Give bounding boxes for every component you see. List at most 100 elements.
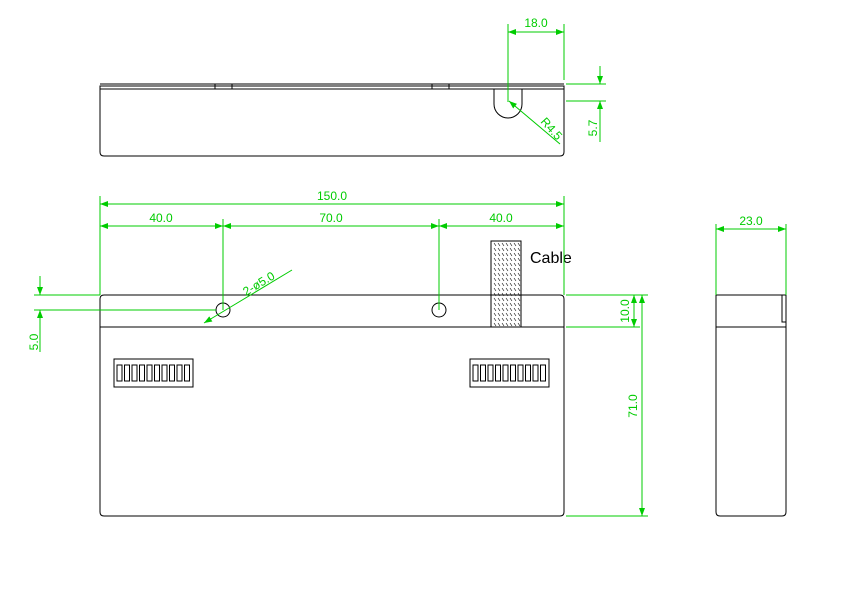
cable-strand (497, 267, 501, 272)
cable-strand (513, 252, 517, 257)
cable-strand (493, 282, 497, 287)
cable-strand (493, 317, 497, 322)
cable-strand (501, 307, 505, 312)
cable-strand (509, 317, 513, 322)
terminal-pin (146, 364, 153, 382)
cable-strand (517, 247, 521, 252)
cable-strand (501, 247, 505, 252)
cable-strand (509, 262, 513, 267)
terminal-pin (161, 364, 168, 382)
cable-strand (501, 257, 505, 262)
cable (490, 240, 522, 328)
cable-strand (505, 252, 509, 257)
cable-strand (501, 322, 505, 327)
cable-strand (517, 272, 521, 277)
cable-strand (513, 272, 517, 277)
top-dim-height-label: 5.7 (586, 119, 600, 136)
cable-strand (509, 267, 513, 272)
cable-strand (517, 242, 521, 247)
cable-strand (501, 267, 505, 272)
cable-strand (513, 312, 517, 317)
cable-strand (517, 302, 521, 307)
cable-strand (517, 312, 521, 317)
cable-strand (517, 297, 521, 302)
cable-strand (493, 292, 497, 297)
terminal-pin (517, 364, 524, 382)
cable-strand (493, 267, 497, 272)
cable-strand (493, 297, 497, 302)
cable-strand (493, 242, 497, 247)
front-dim-total-label: 150.0 (317, 189, 347, 203)
cable-strand (517, 287, 521, 292)
cable-strand (505, 257, 509, 262)
cable-strand (517, 252, 521, 257)
front-view: Cable 150.0 40.0 70.0 40.0 2-ø5.0 (27, 189, 648, 517)
side-view-body (715, 294, 787, 517)
cable-strand (517, 292, 521, 297)
cable-strand (497, 302, 501, 307)
cable-strand (493, 262, 497, 267)
cable-strand (505, 322, 509, 327)
terminal-pin (480, 364, 486, 382)
cable-strand (513, 262, 517, 267)
cable-strand (517, 322, 521, 327)
cable-strand (501, 297, 505, 302)
cable-strand (501, 262, 505, 267)
cable-strand (497, 252, 501, 257)
cable-strand (505, 297, 509, 302)
cable-strand (513, 287, 517, 292)
cable-strand (513, 302, 517, 307)
top-view-body (99, 85, 565, 157)
cable-strand (501, 292, 505, 297)
cable-strand (493, 247, 497, 252)
cable-strand (497, 317, 501, 322)
cable-strand (513, 242, 517, 247)
cable-strand (513, 277, 517, 282)
cable-strand (501, 242, 505, 247)
cable-strand (513, 292, 517, 297)
cable-strand (517, 262, 521, 267)
terminal-pin (184, 364, 190, 382)
terminal-block-right (469, 358, 550, 388)
cable-strand (493, 322, 497, 327)
cable-strand (497, 257, 501, 262)
terminal-pin (176, 364, 183, 382)
cable-strand (513, 247, 517, 252)
terminal-pin (472, 364, 479, 382)
cable-strand (497, 307, 501, 312)
cable-strand (505, 242, 509, 247)
front-dim-left-label: 40.0 (149, 211, 173, 225)
front-view-body (99, 294, 565, 517)
cable-strand (497, 272, 501, 277)
cable-strand (505, 282, 509, 287)
cable-strand (493, 252, 497, 257)
cable-strand (509, 302, 513, 307)
cable-strand (497, 242, 501, 247)
cable-strand (493, 312, 497, 317)
cable-strand (513, 297, 517, 302)
front-dim-offset-label: 5.0 (27, 333, 41, 350)
cable-strand (517, 282, 521, 287)
cable-strand (497, 322, 501, 327)
cable-strand (517, 317, 521, 322)
cable-strand (505, 267, 509, 272)
terminal-pin (510, 364, 516, 382)
front-dim-band-label: 10.0 (618, 299, 632, 323)
cable-strand (501, 272, 505, 277)
terminal-pin (169, 364, 175, 382)
cable-strand (517, 277, 521, 282)
cable-strand (513, 257, 517, 262)
cable-strand (513, 317, 517, 322)
terminal-pin (532, 364, 539, 382)
cable-strand (509, 252, 513, 257)
cable-strand (509, 282, 513, 287)
terminal-pin (124, 364, 130, 382)
cable-strand (493, 272, 497, 277)
cable-strand (509, 277, 513, 282)
cable-strand (493, 307, 497, 312)
cable-strand (505, 312, 509, 317)
terminal-pin (154, 364, 160, 382)
cable-strand (509, 272, 513, 277)
cable-strand (505, 307, 509, 312)
